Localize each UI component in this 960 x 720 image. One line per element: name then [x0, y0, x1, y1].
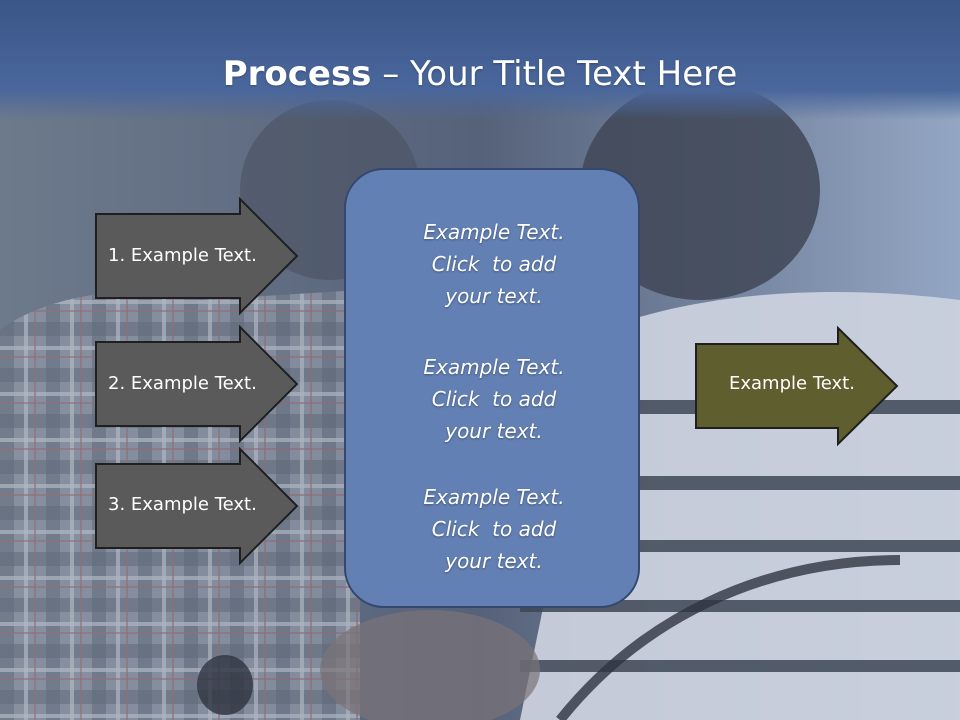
- left-arrow-2-label: 2. Example Text.: [108, 373, 257, 394]
- center-block-1-line1: Example Text.: [423, 220, 565, 244]
- left-arrow-2[interactable]: [95, 324, 299, 444]
- center-block-1-line2: Click to add: [431, 252, 557, 276]
- center-block-3-line2: Click to add: [431, 517, 557, 541]
- right-arrow[interactable]: [695, 325, 899, 447]
- center-block-2: Example Text. Click to add your text.: [346, 351, 642, 447]
- center-block-1: Example Text. Click to add your text.: [346, 216, 642, 312]
- slide-title[interactable]: Process – Your Title Text Here: [0, 52, 960, 96]
- right-arrow-label: Example Text.: [729, 373, 855, 394]
- center-block-2-line3: your text.: [445, 419, 543, 443]
- left-arrow-3-label: 3. Example Text.: [108, 494, 257, 515]
- title-bold: Process: [222, 54, 372, 94]
- center-block-1-line3: your text.: [445, 284, 543, 308]
- left-arrow-1[interactable]: [95, 196, 299, 316]
- center-block-2-line1: Example Text.: [423, 355, 565, 379]
- center-block-2-line2: Click to add: [431, 387, 557, 411]
- title-rest: – Your Title Text Here: [371, 54, 738, 94]
- left-arrow-3[interactable]: [95, 446, 299, 566]
- center-block-3: Example Text. Click to add your text.: [346, 481, 642, 577]
- title-bar: [0, 0, 960, 120]
- left-arrow-1-label: 1. Example Text.: [108, 245, 257, 266]
- center-block-3-line1: Example Text.: [423, 485, 565, 509]
- center-text-box[interactable]: Example Text. Click to add your text. Ex…: [344, 168, 640, 608]
- center-block-3-line3: your text.: [445, 549, 543, 573]
